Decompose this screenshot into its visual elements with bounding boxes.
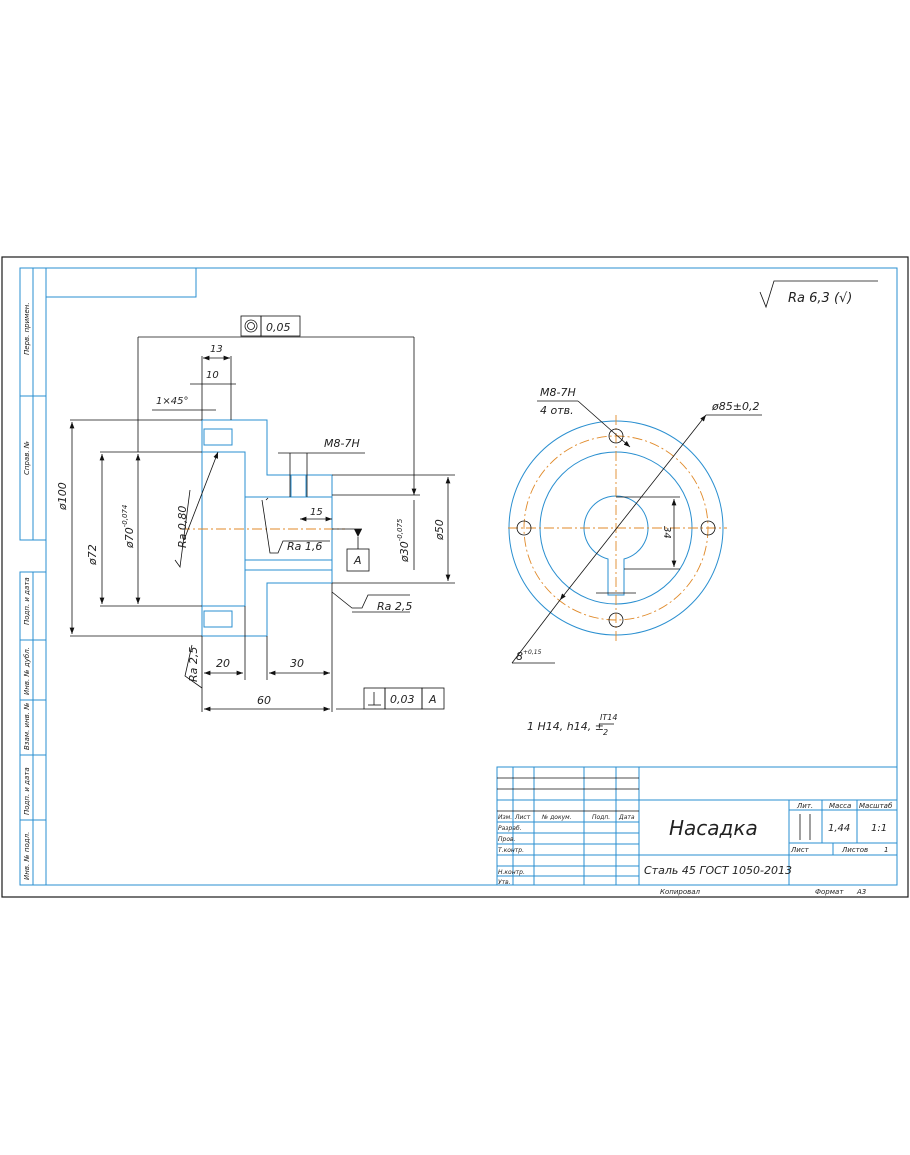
stamp-label: Подп. и дата	[23, 577, 31, 625]
svg-text:15: 15	[310, 507, 323, 518]
end-view: M8-7H 4 отв. ø85±0,2 34 8+0,15	[508, 386, 762, 664]
concentricity-tolerance: 0,05	[266, 321, 291, 334]
svg-text:ø50: ø50	[433, 519, 446, 541]
svg-text:Н.контр.: Н.контр.	[498, 869, 525, 876]
svg-text:60: 60	[257, 694, 271, 707]
svg-text:Лист: Лист	[790, 846, 810, 854]
svg-text:Копировал: Копировал	[660, 888, 701, 896]
part-title: Насадка	[669, 816, 758, 840]
svg-text:Ra 2,5: Ra 2,5	[377, 600, 412, 613]
material: Сталь 45 ГОСТ 1050-2013	[644, 864, 792, 877]
svg-text:Ra 6,3 (√): Ra 6,3 (√)	[788, 291, 852, 306]
svg-text:M8-7H: M8-7H	[540, 386, 576, 399]
general-roughness: Ra 6,3 (√)	[759, 280, 878, 309]
dim-dia70: ø70-0,074	[121, 505, 136, 549]
svg-text:Лист: Лист	[514, 814, 531, 821]
svg-text:Ra 1,6: Ra 1,6	[287, 540, 322, 553]
svg-text:8+0,15: 8+0,15	[516, 649, 542, 663]
svg-text:№ докум.: № докум.	[541, 814, 572, 821]
svg-text:IT14: IT14	[600, 713, 617, 722]
svg-text:10: 10	[206, 370, 219, 381]
technical-notes: 1 H14, h14, ± IT14 2	[527, 713, 617, 737]
perpendicularity-tolerance: 0,03	[390, 693, 415, 706]
svg-text:А3: А3	[856, 888, 866, 896]
stamp-label: Перв. примен.	[23, 302, 31, 355]
title-block: Изм. Лист № докум. Подп. Дата Разраб. Пр…	[496, 766, 898, 896]
svg-text:A: A	[428, 693, 437, 706]
stamp-label: Подп. и дата	[23, 767, 31, 815]
stamp-label: Инв. № дубл.	[23, 647, 31, 695]
scale-value: 1:1	[871, 823, 887, 834]
svg-text:Пров.: Пров.	[498, 836, 516, 843]
svg-text:Дата: Дата	[618, 814, 635, 821]
top-left-box	[45, 267, 197, 298]
svg-text:Разраб.: Разраб.	[498, 825, 522, 832]
svg-text:Ra 2,5: Ra 2,5	[187, 647, 200, 682]
svg-text:1: 1	[884, 846, 888, 854]
svg-text:4 отв.: 4 отв.	[540, 404, 574, 417]
svg-text:Масса: Масса	[829, 802, 851, 810]
svg-text:13: 13	[210, 344, 223, 355]
dim-dia100: ø100	[56, 482, 69, 511]
side-stamp-column: Перв. примен. Справ. № Подп. и дата Инв.…	[19, 267, 47, 886]
svg-text:Т.контр.: Т.контр.	[498, 847, 524, 854]
svg-text:Утв.: Утв.	[498, 879, 511, 886]
svg-text:ø85±0,2: ø85±0,2	[711, 400, 759, 413]
section-view: ø100 ø72 ø70-0,074 0,05 13 10 1×45° M8-7…	[56, 315, 455, 712]
svg-text:Листов: Листов	[841, 846, 868, 854]
svg-text:Изм.: Изм.	[498, 814, 512, 821]
inner-frame	[45, 267, 898, 886]
svg-text:Подп.: Подп.	[592, 814, 610, 821]
stamp-label: Справ. №	[23, 441, 31, 475]
svg-text:30: 30	[290, 657, 304, 670]
dim-dia72: ø72	[86, 544, 99, 566]
svg-text:1×45°: 1×45°	[156, 396, 188, 407]
svg-text:1 H14, h14, ±: 1 H14, h14, ±	[527, 720, 604, 733]
stamp-label: Взам. инв. №	[23, 702, 31, 750]
svg-text:34: 34	[661, 526, 672, 539]
datum-label: A	[353, 554, 362, 567]
dim-thread: M8-7H	[324, 437, 360, 450]
svg-text:Формат: Формат	[815, 888, 844, 896]
svg-text:Масштаб: Масштаб	[859, 802, 893, 810]
svg-text:Лит.: Лит.	[796, 802, 813, 810]
svg-text:20: 20	[216, 657, 230, 670]
sheet-border	[1, 256, 909, 898]
stamp-label: Инв. № подл.	[23, 832, 31, 880]
mass-value: 1,44	[828, 823, 850, 834]
svg-text:2: 2	[603, 728, 608, 737]
svg-text:ø30-0,075: ø30-0,075	[396, 518, 411, 563]
svg-text:Ra 0,80: Ra 0,80	[176, 506, 189, 548]
